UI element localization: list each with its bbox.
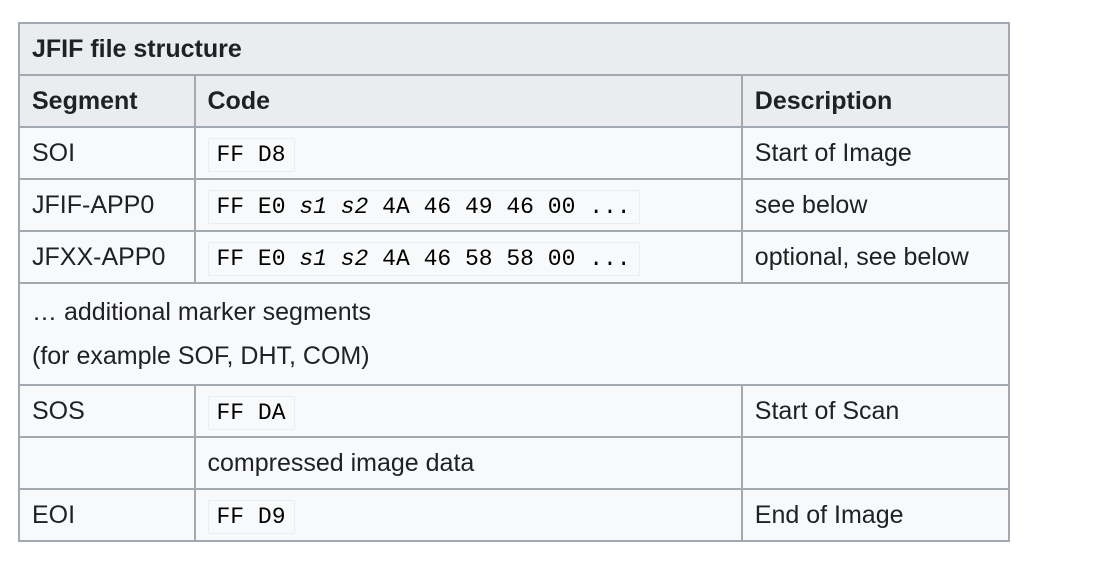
description-cell: Start of Image xyxy=(740,126,1011,180)
jfif-structure-table: JFIF file structure Segment Code Descrip… xyxy=(18,22,1011,542)
code-value: FF DA xyxy=(207,395,295,430)
table-row: EOI FF D9 End of Image xyxy=(18,488,1011,542)
table-row: compressed image data xyxy=(18,436,1011,490)
code-value: FF D8 xyxy=(207,137,295,172)
code-value: FF E0 s1 s2 4A 46 49 46 00 ... xyxy=(207,189,640,224)
description-cell: Start of Scan xyxy=(740,384,1011,438)
code-value: FF E0 s1 s2 4A 46 58 58 00 ... xyxy=(207,241,640,276)
segment-cell: JFXX-APP0 xyxy=(18,230,196,284)
segment-cell: SOS xyxy=(18,384,196,438)
description-cell xyxy=(740,436,1011,490)
additional-line-2: (for example SOF, DHT, COM) xyxy=(32,342,370,370)
header-description: Description xyxy=(740,74,1011,128)
table-row: JFIF-APP0 FF E0 s1 s2 4A 46 49 46 00 ...… xyxy=(18,178,1011,232)
code-cell: FF D9 xyxy=(193,488,743,542)
table-row: … additional marker segments (for example… xyxy=(18,282,1010,386)
code-cell: FF DA xyxy=(193,384,743,438)
additional-segments-cell: … additional marker segments (for example… xyxy=(18,282,1010,386)
header-row: Segment Code Description xyxy=(18,74,1011,128)
segment-cell xyxy=(18,436,196,490)
table-row: JFXX-APP0 FF E0 s1 s2 4A 46 58 58 00 ...… xyxy=(18,230,1011,284)
header-segment: Segment xyxy=(18,74,196,128)
table-caption: JFIF file structure xyxy=(18,22,1010,76)
table-row: SOS FF DA Start of Scan xyxy=(18,384,1011,438)
additional-line-1: … additional marker segments xyxy=(32,298,372,326)
table-row: SOI FF D8 Start of Image xyxy=(18,126,1011,180)
segment-cell: EOI xyxy=(18,488,196,542)
segment-cell: JFIF-APP0 xyxy=(18,178,196,232)
header-code: Code xyxy=(193,74,743,128)
code-cell: FF D8 xyxy=(193,126,743,180)
description-cell: End of Image xyxy=(740,488,1011,542)
code-cell: FF E0 s1 s2 4A 46 49 46 00 ... xyxy=(193,178,743,232)
description-cell: see below xyxy=(740,178,1011,232)
caption-row: JFIF file structure xyxy=(18,22,1010,76)
code-cell: compressed image data xyxy=(193,436,743,490)
code-value: FF D9 xyxy=(207,499,295,534)
segment-cell: SOI xyxy=(18,126,196,180)
code-cell: FF E0 s1 s2 4A 46 58 58 00 ... xyxy=(193,230,743,284)
description-cell: optional, see below xyxy=(740,230,1011,284)
